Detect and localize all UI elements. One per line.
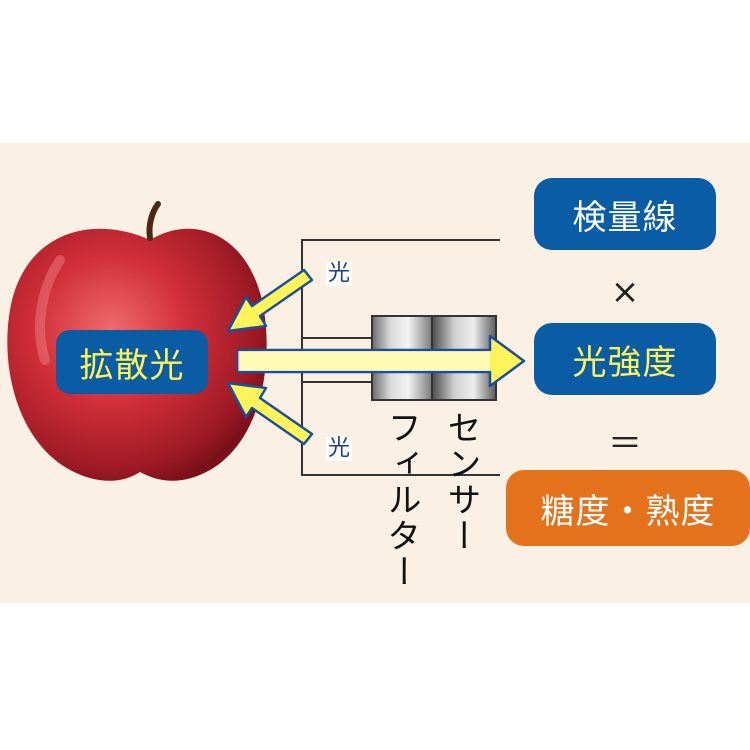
inspection-line-label: 検量線 [534,178,716,250]
light-intensity-text: 光強度 [572,342,678,383]
diffuse-light-text: 拡散光 [79,345,185,386]
light-label-top: 光 [326,261,353,287]
sugar-ripeness-label: 糖度・熟度 [506,470,750,546]
incoming-light-arrow-bottom [226,381,314,446]
light-label-bottom: 光 [326,436,353,462]
multiply-symbol: × [610,272,640,312]
light-intensity-label: 光強度 [534,323,716,395]
sensor-label: センサー [441,410,481,554]
sugar-ripeness-text: 糖度・熟度 [540,491,716,532]
incoming-light-arrow-top [226,268,314,333]
filter-label: フィルター [381,410,421,590]
equals-symbol: ＝ [608,424,642,464]
diffuse-light-label: 拡散光 [56,330,208,394]
inspection-line-text: 検量線 [572,197,678,238]
